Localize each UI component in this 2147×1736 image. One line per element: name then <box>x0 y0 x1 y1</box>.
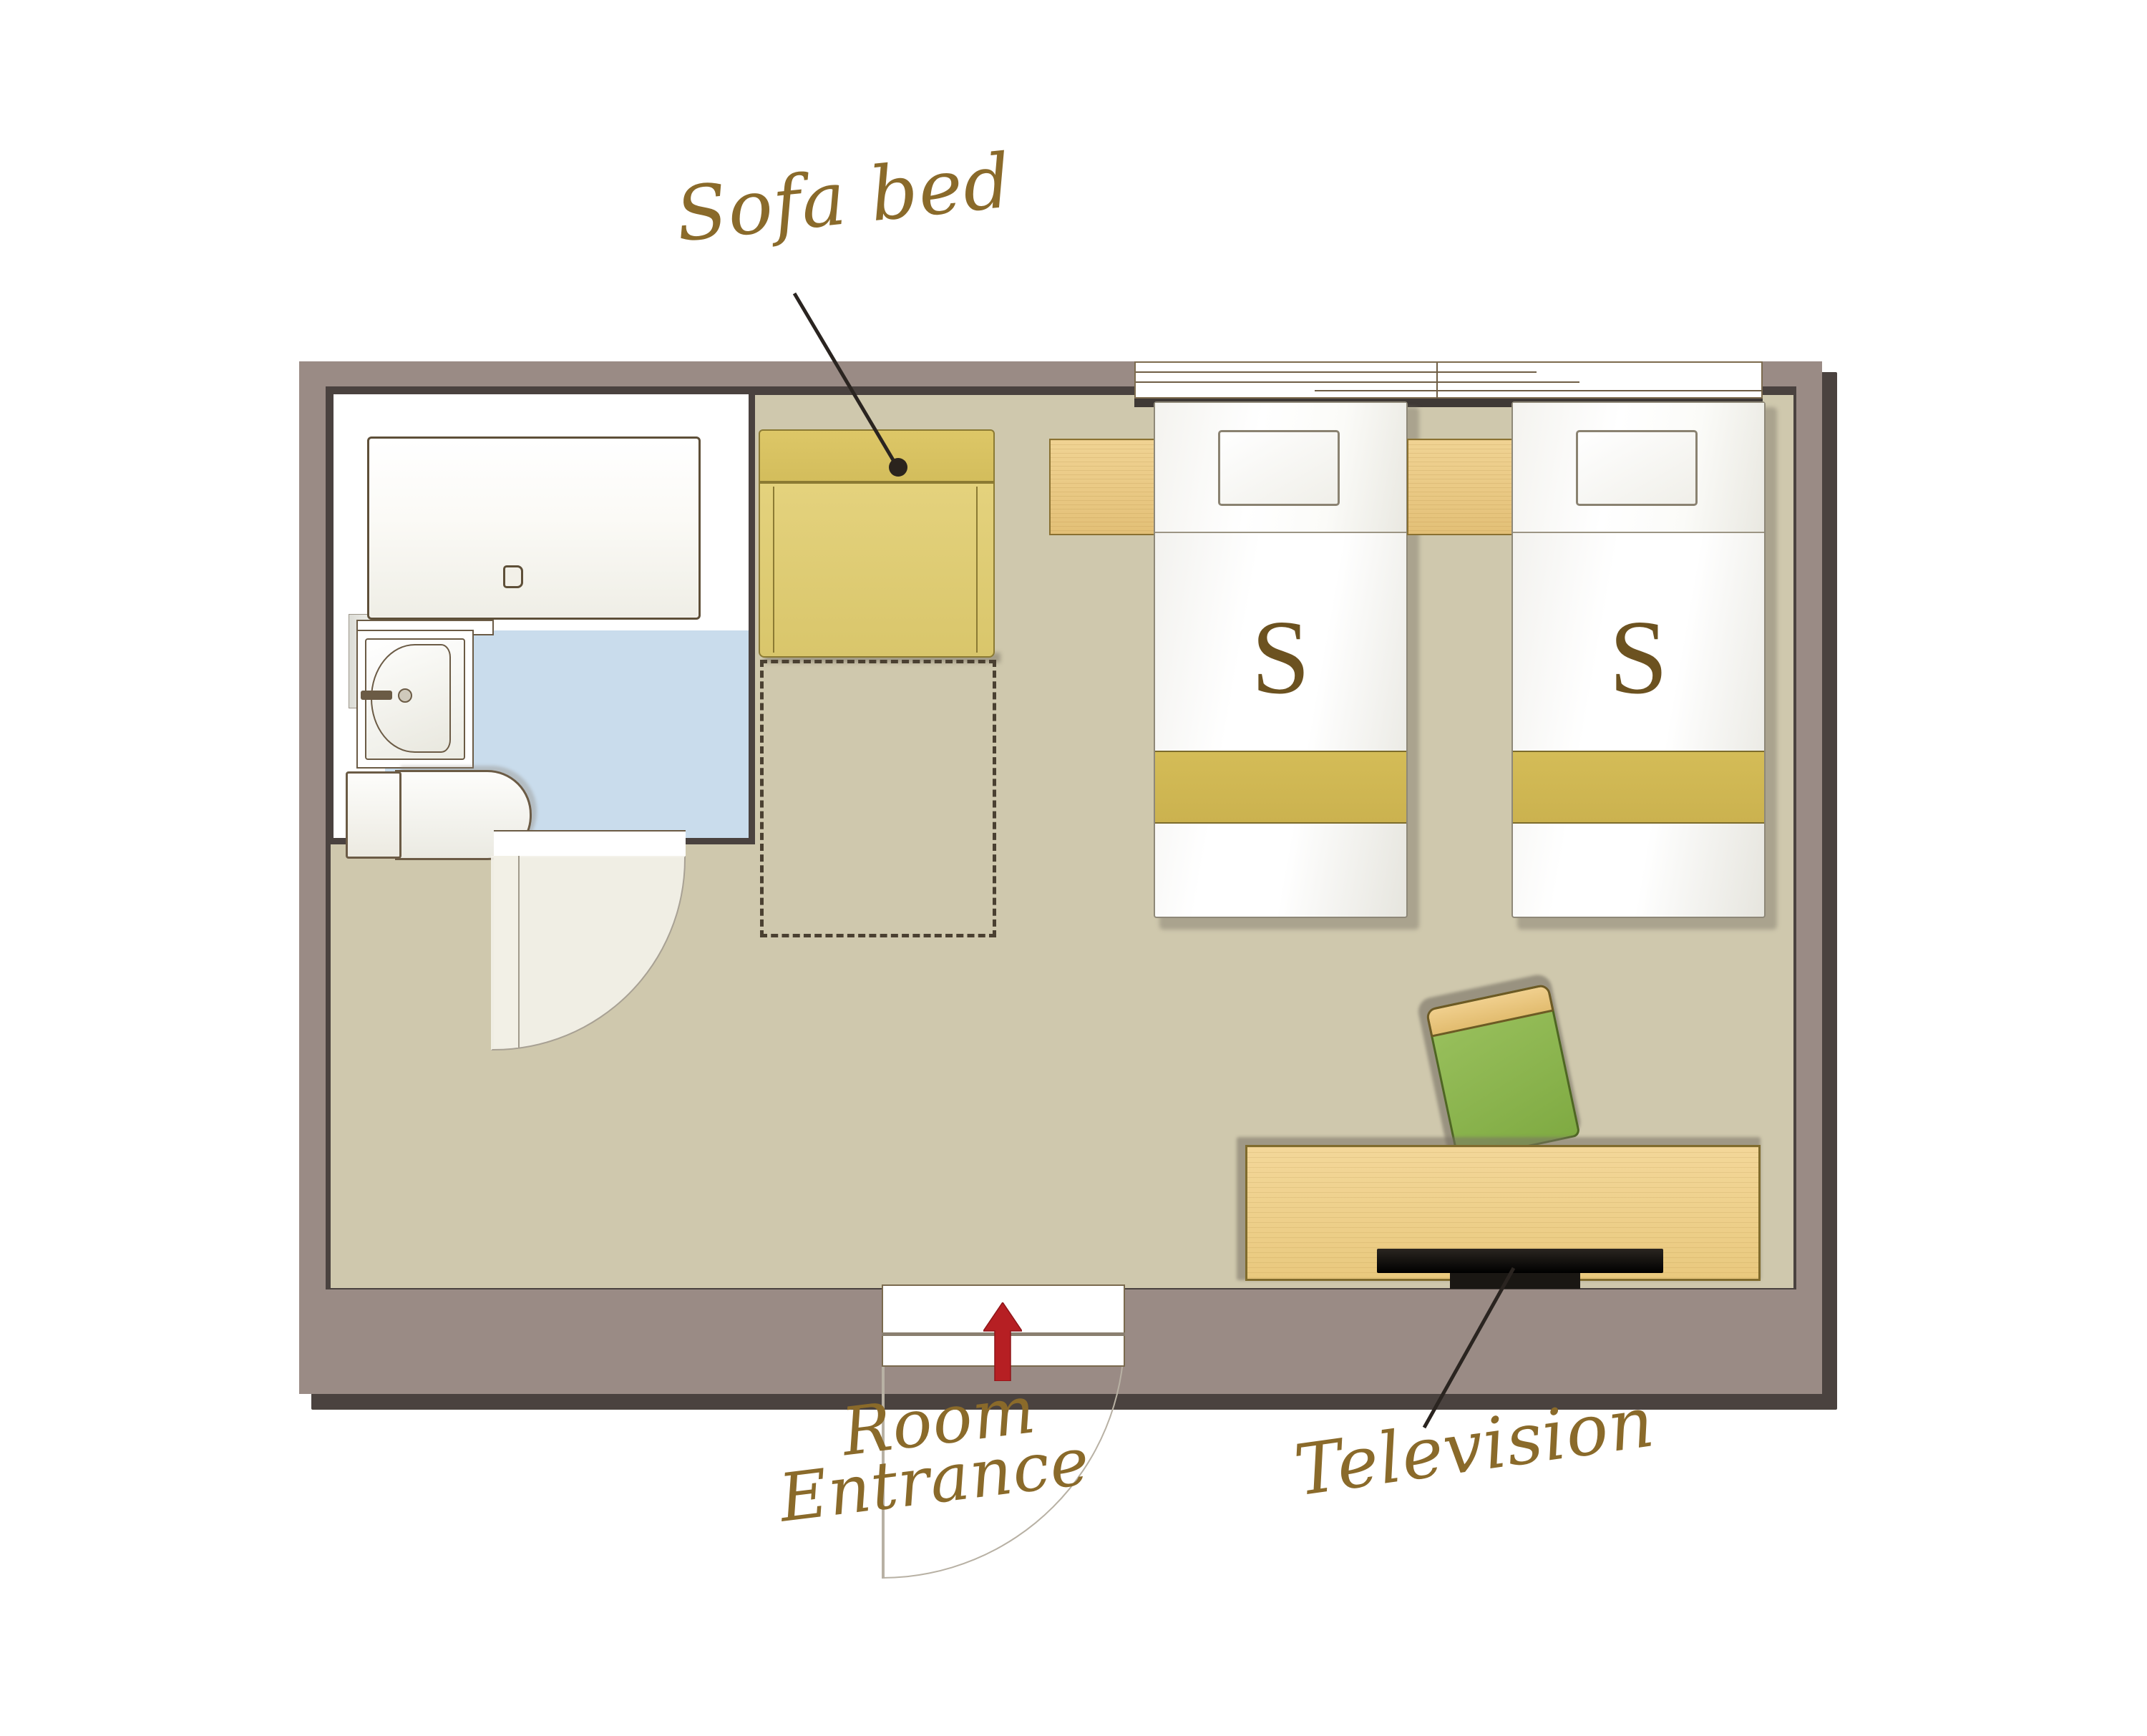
bathroom-doorway <box>494 830 686 857</box>
sofa-bed-armrest-left <box>773 487 774 653</box>
faucet-icon <box>361 691 392 700</box>
bathroom-door-leaf <box>494 856 520 1048</box>
entrance-direction-arrow-icon <box>983 1302 1022 1381</box>
bed-left-headboard-area <box>1155 403 1406 533</box>
bed-left: S <box>1154 401 1408 918</box>
entrance-door-leaf <box>882 1335 885 1579</box>
window-mullion-3 <box>1315 390 1762 391</box>
bed-left-letter: S <box>1251 599 1310 716</box>
pillow-right <box>1576 430 1698 506</box>
window-mullion-1 <box>1136 371 1537 373</box>
bed-right-headboard-area <box>1513 403 1764 533</box>
window-divider <box>1436 363 1438 400</box>
sofa-bed-seat <box>759 482 995 658</box>
television-leader-line <box>1422 1267 1516 1429</box>
television-icon <box>1377 1249 1663 1273</box>
sofa-bed-leader-dot <box>889 458 907 477</box>
basin-drain-icon <box>398 688 412 703</box>
bathtub-drain-icon <box>503 565 523 588</box>
bed-right-letter: S <box>1609 599 1668 716</box>
bed-right-runner <box>1513 751 1764 824</box>
sofa-bed-extended-footprint <box>760 660 996 937</box>
toilet-tank-icon <box>346 771 401 859</box>
sofa-bed-leader-line <box>792 292 900 469</box>
window-mullion-2 <box>1136 381 1579 383</box>
sofa-bed-armrest-right <box>976 487 978 653</box>
nightstand-middle <box>1407 439 1514 535</box>
bed-left-runner <box>1155 751 1406 824</box>
television-stand <box>1450 1273 1580 1289</box>
window-icon <box>1134 361 1763 400</box>
label-sofa-bed: Sofa bed <box>671 137 1016 259</box>
toilet-icon <box>395 770 532 860</box>
bathtub-icon <box>367 437 701 620</box>
nightstand-left <box>1049 439 1157 535</box>
bed-right: S <box>1511 401 1766 918</box>
pillow-left <box>1218 430 1340 506</box>
